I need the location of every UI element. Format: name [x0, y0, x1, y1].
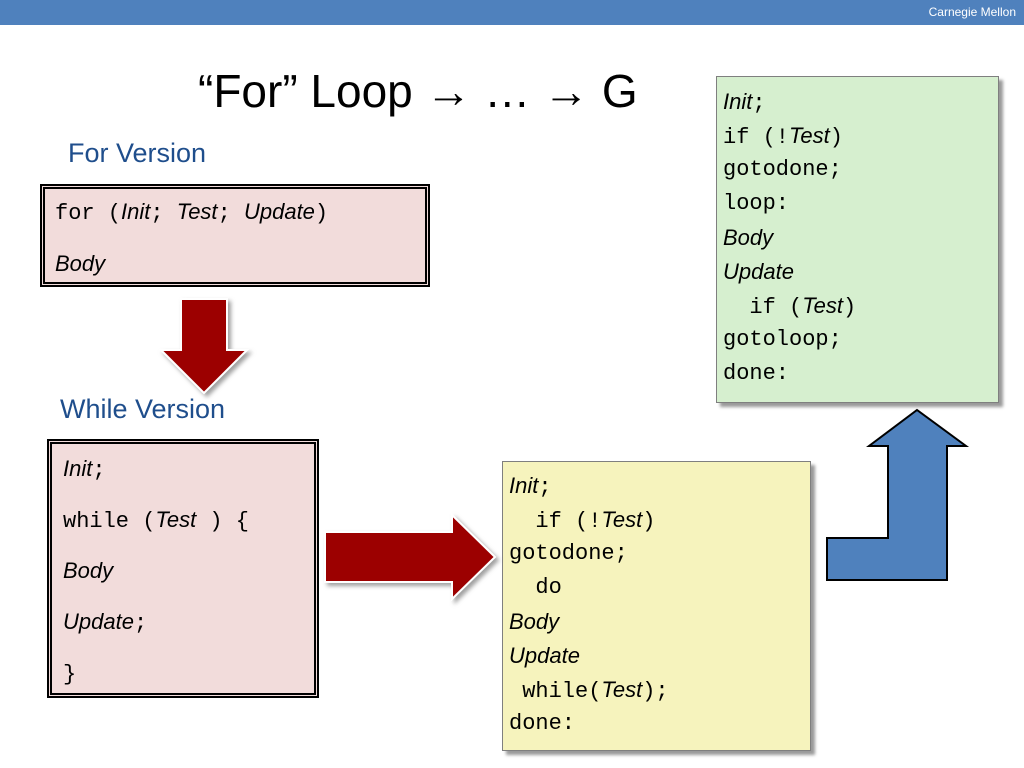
semicolon: ; [92, 458, 106, 483]
separator: ; [217, 201, 244, 226]
semicolon: ; [752, 91, 766, 116]
code-line: gotoloop; [723, 327, 842, 352]
while-body-line: Body [63, 556, 314, 607]
close-paren: ) [642, 509, 656, 534]
close-paren: ); [642, 679, 669, 704]
if-keyword: if (! [723, 125, 790, 150]
update-term: Update [723, 259, 794, 284]
for-version-label: For Version [68, 138, 207, 168]
up-arrow-icon [826, 408, 970, 581]
test-term: Test [176, 199, 218, 224]
brand-label: Carnegie Mellon [928, 5, 1016, 19]
close-brace: } [63, 662, 77, 687]
if-keyword: if ( [723, 295, 803, 320]
while-keyword: while ( [63, 509, 156, 534]
init-term: Init [723, 89, 753, 114]
while-header-line: while (Test ) { [63, 505, 314, 556]
code-line: do [509, 575, 562, 600]
close-paren: ) [314, 201, 329, 226]
update-term: Update [243, 199, 315, 224]
test-term: Test [789, 123, 830, 148]
slide-title: “For” Loop → … → G [198, 65, 638, 117]
down-arrow-icon [158, 298, 250, 395]
test-term: Test [601, 507, 643, 532]
while-init-line: Init; [63, 454, 314, 505]
code-line: loop: [723, 191, 790, 216]
while-update-line: Update; [63, 607, 314, 658]
while-keyword: while( [509, 679, 602, 704]
test-term: Test [802, 293, 843, 318]
code-line: gotodone; [723, 157, 842, 182]
for-version-code-box: for (Init; Test; Update) Body [40, 184, 430, 287]
code-line: while(Test); [509, 673, 810, 707]
code-line: Init; [509, 469, 810, 503]
init-term: Init [121, 199, 151, 224]
close-paren: ) [829, 125, 843, 150]
for-body-line: Body [55, 251, 425, 277]
code-line: if (!Test) [723, 119, 998, 153]
if-keyword: if (! [509, 509, 602, 534]
separator: ; [150, 201, 177, 226]
for-keyword: for ( [55, 201, 122, 226]
code-line: gotodone; [509, 541, 628, 566]
body-term: Body [723, 225, 774, 250]
while-version-code-box: Init; while (Test ) { Body Update; } [47, 439, 319, 698]
while-version-label: While Version [60, 394, 226, 424]
open-brace: ) { [196, 509, 250, 534]
right-arrow-icon [324, 512, 497, 602]
code-line: if (Test) [723, 289, 998, 323]
update-term: Update [509, 643, 580, 668]
init-term: Init [509, 473, 539, 498]
semicolon: ; [538, 475, 552, 500]
code-line: Init; [723, 85, 998, 119]
body-term: Body [55, 251, 106, 276]
update-term: Update [63, 609, 134, 634]
goto-version-code-box: Init; if (!Test) gotodone; loop: Body Up… [716, 76, 999, 403]
code-line: if (!Test) [509, 503, 810, 537]
do-while-code-box: Init; if (!Test) gotodone; do Body Updat… [502, 461, 811, 751]
code-line: done: [723, 361, 790, 386]
for-header-line: for (Init; Test; Update) [55, 199, 425, 226]
code-line: done: [509, 711, 576, 736]
header-bar [0, 0, 1024, 25]
init-term: Init [63, 456, 93, 481]
test-term: Test [601, 677, 643, 702]
close-paren: ) [843, 295, 857, 320]
while-close-line: } [63, 658, 314, 709]
body-term: Body [509, 609, 560, 634]
semicolon: ; [133, 611, 148, 636]
body-term: Body [63, 558, 114, 583]
test-term: Test [155, 507, 197, 532]
